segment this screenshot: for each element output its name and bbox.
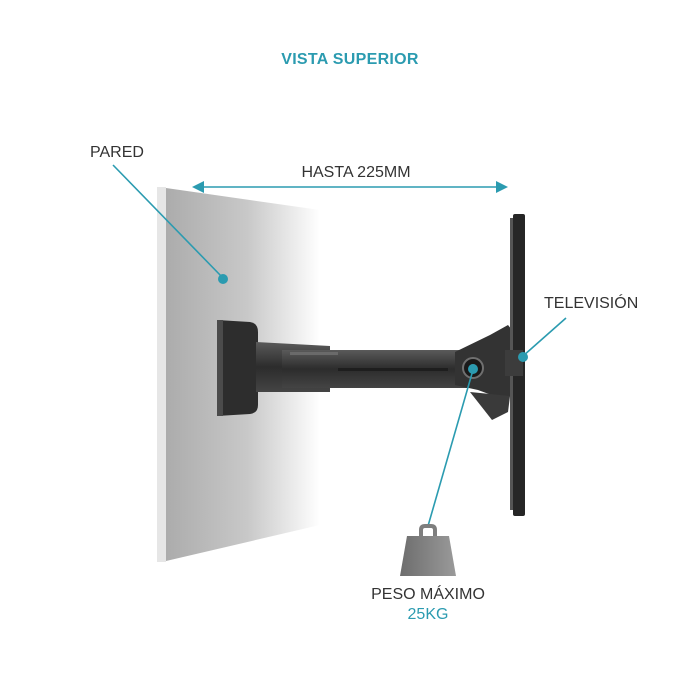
weight-icon: [400, 524, 456, 576]
max-weight-value: 25KG: [407, 606, 449, 623]
extension-dimension-arrow: [192, 181, 508, 193]
page-title: VISTA SUPERIOR: [281, 51, 419, 68]
wall-plate: [217, 320, 258, 416]
tv-leader: [518, 317, 567, 362]
extension-label: HASTA 225MM: [301, 164, 411, 181]
tv-label: TELEVISIÓN: [544, 295, 639, 312]
weight-leader: [427, 364, 478, 527]
wall-leader: [112, 164, 228, 284]
wall-label: PARED: [90, 144, 144, 161]
max-weight-label: PESO MÁXIMO: [371, 586, 485, 603]
television: [505, 214, 525, 516]
